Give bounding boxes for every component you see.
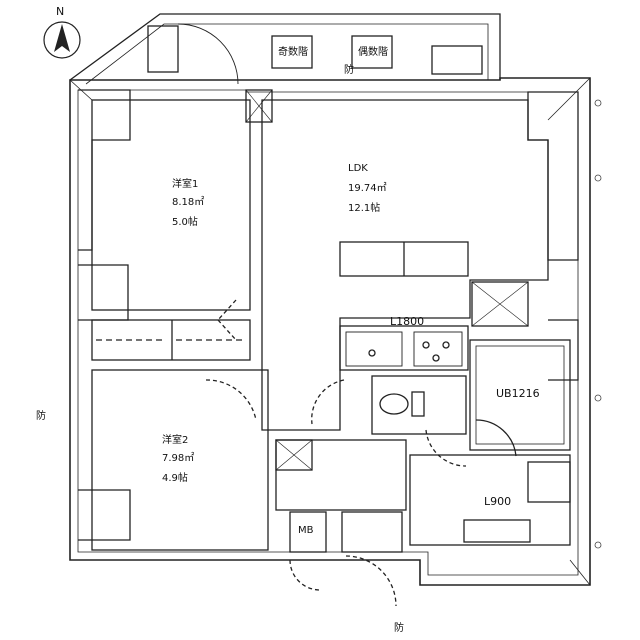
pillar-w (78, 264, 129, 321)
ldk-area: 19.74㎡ (348, 183, 387, 194)
door-balcony (177, 23, 239, 85)
closet-1 (91, 319, 251, 361)
room-western2 (91, 369, 269, 551)
meter-box (289, 511, 327, 553)
washbasin (463, 519, 531, 543)
western1-area: 8.18㎡ (172, 197, 205, 208)
meter-box-label: MB (298, 525, 314, 536)
western2-name: 洋室2 (162, 435, 189, 446)
pillar-e (548, 319, 579, 381)
ldk-name: LDK (348, 163, 368, 174)
room-western1 (91, 99, 251, 311)
door-room1 (217, 299, 237, 341)
window-even-label: 偶数階 (358, 47, 388, 58)
toilet-room (371, 375, 467, 435)
pipe-shaft (245, 89, 273, 123)
bath-label: UB1216 (496, 387, 540, 400)
bathroom (469, 339, 571, 451)
window-odd (271, 35, 313, 69)
room-ldk (261, 99, 549, 431)
fire-mark-top: 防 (344, 65, 354, 76)
door-wash (425, 429, 467, 467)
stove (413, 331, 463, 367)
pillar-ne (527, 91, 579, 261)
balcony-outline (69, 13, 501, 81)
pillar-nw (78, 89, 131, 251)
ldk-tatami: 12.1帖 (348, 203, 381, 214)
western2-tatami: 4.9帖 (162, 473, 188, 484)
kitchen (339, 325, 469, 371)
western1-name: 洋室1 (172, 179, 199, 190)
hallway (275, 439, 407, 511)
western1-tatami: 5.0帖 (172, 217, 198, 228)
sink (345, 331, 403, 367)
outer-wall (69, 77, 591, 586)
door-mb (289, 559, 321, 591)
fridge (471, 281, 529, 327)
window-even (351, 35, 393, 69)
compass-icon (43, 21, 81, 59)
door-entry (345, 555, 397, 607)
balcony-inner (85, 23, 489, 85)
compass-letter: N (56, 5, 65, 18)
pillar-sw (78, 489, 131, 541)
door-room2 (205, 379, 257, 421)
washbasin-label: L900 (484, 495, 512, 508)
kitchen-label: L1800 (390, 315, 425, 328)
door-bath (475, 419, 517, 457)
window-odd-label: 奇数階 (278, 47, 308, 58)
door-toilet (311, 379, 345, 425)
fire-mark-left: 防 (36, 411, 46, 422)
western2-area: 7.98㎡ (162, 453, 195, 464)
fire-mark-bottom: 防 (394, 623, 404, 634)
